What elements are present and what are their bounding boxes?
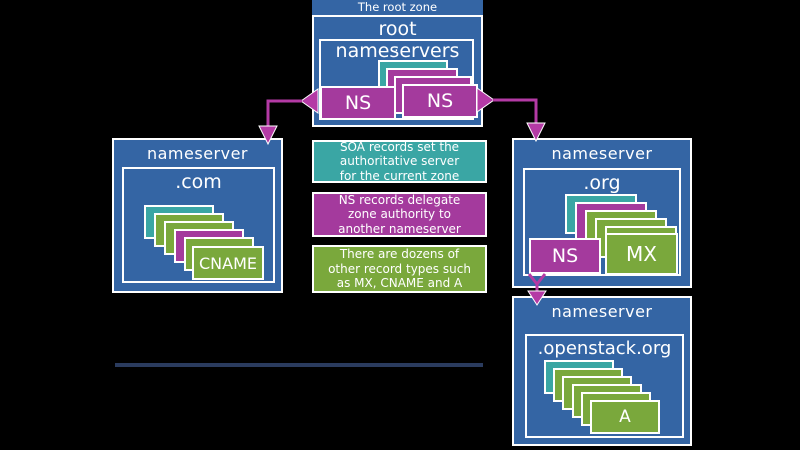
legend-soa: SOA records set the authoritative server… bbox=[312, 140, 487, 183]
mx-record-card: MX bbox=[605, 233, 678, 275]
root-zone-dot: . bbox=[394, 40, 399, 55]
root-zone-group: The root zone root nameservers . NS NS bbox=[312, 0, 483, 127]
legend-other-line: There are dozens of bbox=[339, 247, 460, 262]
root-zone-inner-box: . bbox=[319, 39, 474, 120]
legend-ns-line: zone authority to bbox=[348, 207, 451, 222]
legend-ns-line: NS records delegate bbox=[338, 192, 461, 207]
ns-record-card: NS bbox=[320, 86, 396, 120]
org-zone-inner-box: .org bbox=[523, 168, 681, 276]
zone-title-openstack: .openstack.org bbox=[537, 338, 672, 359]
zone-title-org: .org bbox=[583, 172, 621, 194]
legend-other-line: as MX, CNAME and A bbox=[336, 276, 463, 291]
legend-other-line: other record types such bbox=[328, 261, 471, 276]
com-nameserver-group: nameserver .com CNAME bbox=[112, 138, 283, 293]
legend-soa-line: for the current zone bbox=[339, 168, 460, 183]
nameserver-title: nameserver bbox=[551, 302, 653, 321]
legend-ns: NS records delegate zone authority to an… bbox=[312, 192, 487, 237]
legend-ns-line: another nameserver bbox=[338, 221, 461, 236]
openstack-nameserver-group: nameserver .openstack.org A bbox=[512, 296, 692, 446]
nameserver-title: nameserver bbox=[146, 144, 249, 163]
delegation-arrow-left bbox=[258, 88, 319, 146]
openstack-zone-inner-box: .openstack.org bbox=[525, 334, 684, 438]
zone-title-com: .com bbox=[175, 171, 222, 193]
root-nameservers-title: root nameservers bbox=[335, 18, 460, 62]
nameserver-title: nameserver bbox=[551, 144, 653, 163]
root-zone-label: The root zone bbox=[357, 0, 438, 14]
ns-record-card: NS bbox=[529, 238, 601, 274]
legend-soa-line: authoritative server bbox=[339, 154, 460, 169]
legend-soa-line: SOA records set the bbox=[339, 139, 460, 154]
root-nameservers-box: root nameservers . bbox=[312, 15, 483, 127]
legend-other-records: There are dozens of other record types s… bbox=[312, 245, 487, 293]
org-nameserver-group: nameserver .org NS MX bbox=[512, 138, 692, 288]
delegation-arrow-right bbox=[476, 87, 546, 143]
ns-record-card: NS bbox=[402, 84, 478, 118]
divider-line bbox=[115, 363, 483, 367]
a-record-card: A bbox=[590, 400, 660, 434]
cname-record-card: CNAME bbox=[192, 246, 264, 280]
com-zone-inner-box: .com bbox=[122, 167, 275, 283]
